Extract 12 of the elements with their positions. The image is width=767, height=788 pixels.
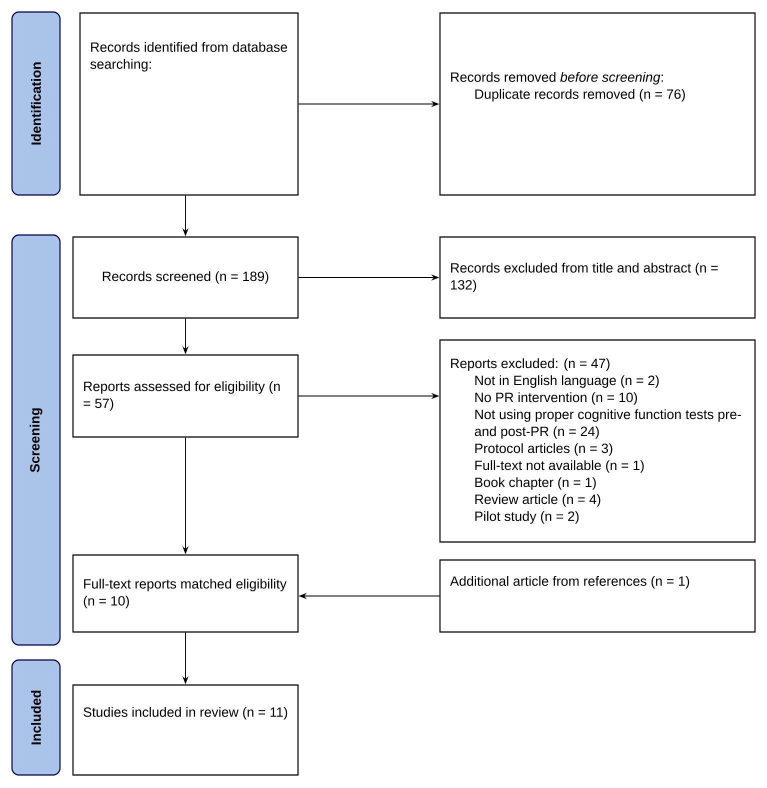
process-box: Reports excluded: (n = 47) Not in English language (n = 2) No PR intervention (n = 10) Not using proper cognitive function tests pre- and post-PR (n = 24) Protocol articles (n = 3) Full-text not available (n = 1) Book chapter (n = 1) Review article (n = 4) Pilot study (n = 2): [439, 339, 756, 543]
process-box: Records removed before screening: Duplicate records removed (n = 76): [439, 12, 756, 196]
process-box: Reports assessed for eligibility (n = 57): [72, 354, 299, 438]
process-box: Full-text reports matched eligibility (n = 10): [72, 554, 299, 633]
phase-band: Screening: [11, 234, 61, 646]
phase-band: Included: [11, 659, 61, 776]
process-box: Records identified from database searching:: [79, 12, 299, 196]
process-box: Records excluded from title and abstract (n = 132): [439, 236, 756, 319]
process-box: Studies included in review (n = 11): [72, 684, 299, 776]
process-box: Additional article from references (n = 1): [439, 559, 756, 633]
phase-band: Identification: [11, 11, 61, 196]
process-box: Records screened (n = 189): [72, 236, 299, 319]
